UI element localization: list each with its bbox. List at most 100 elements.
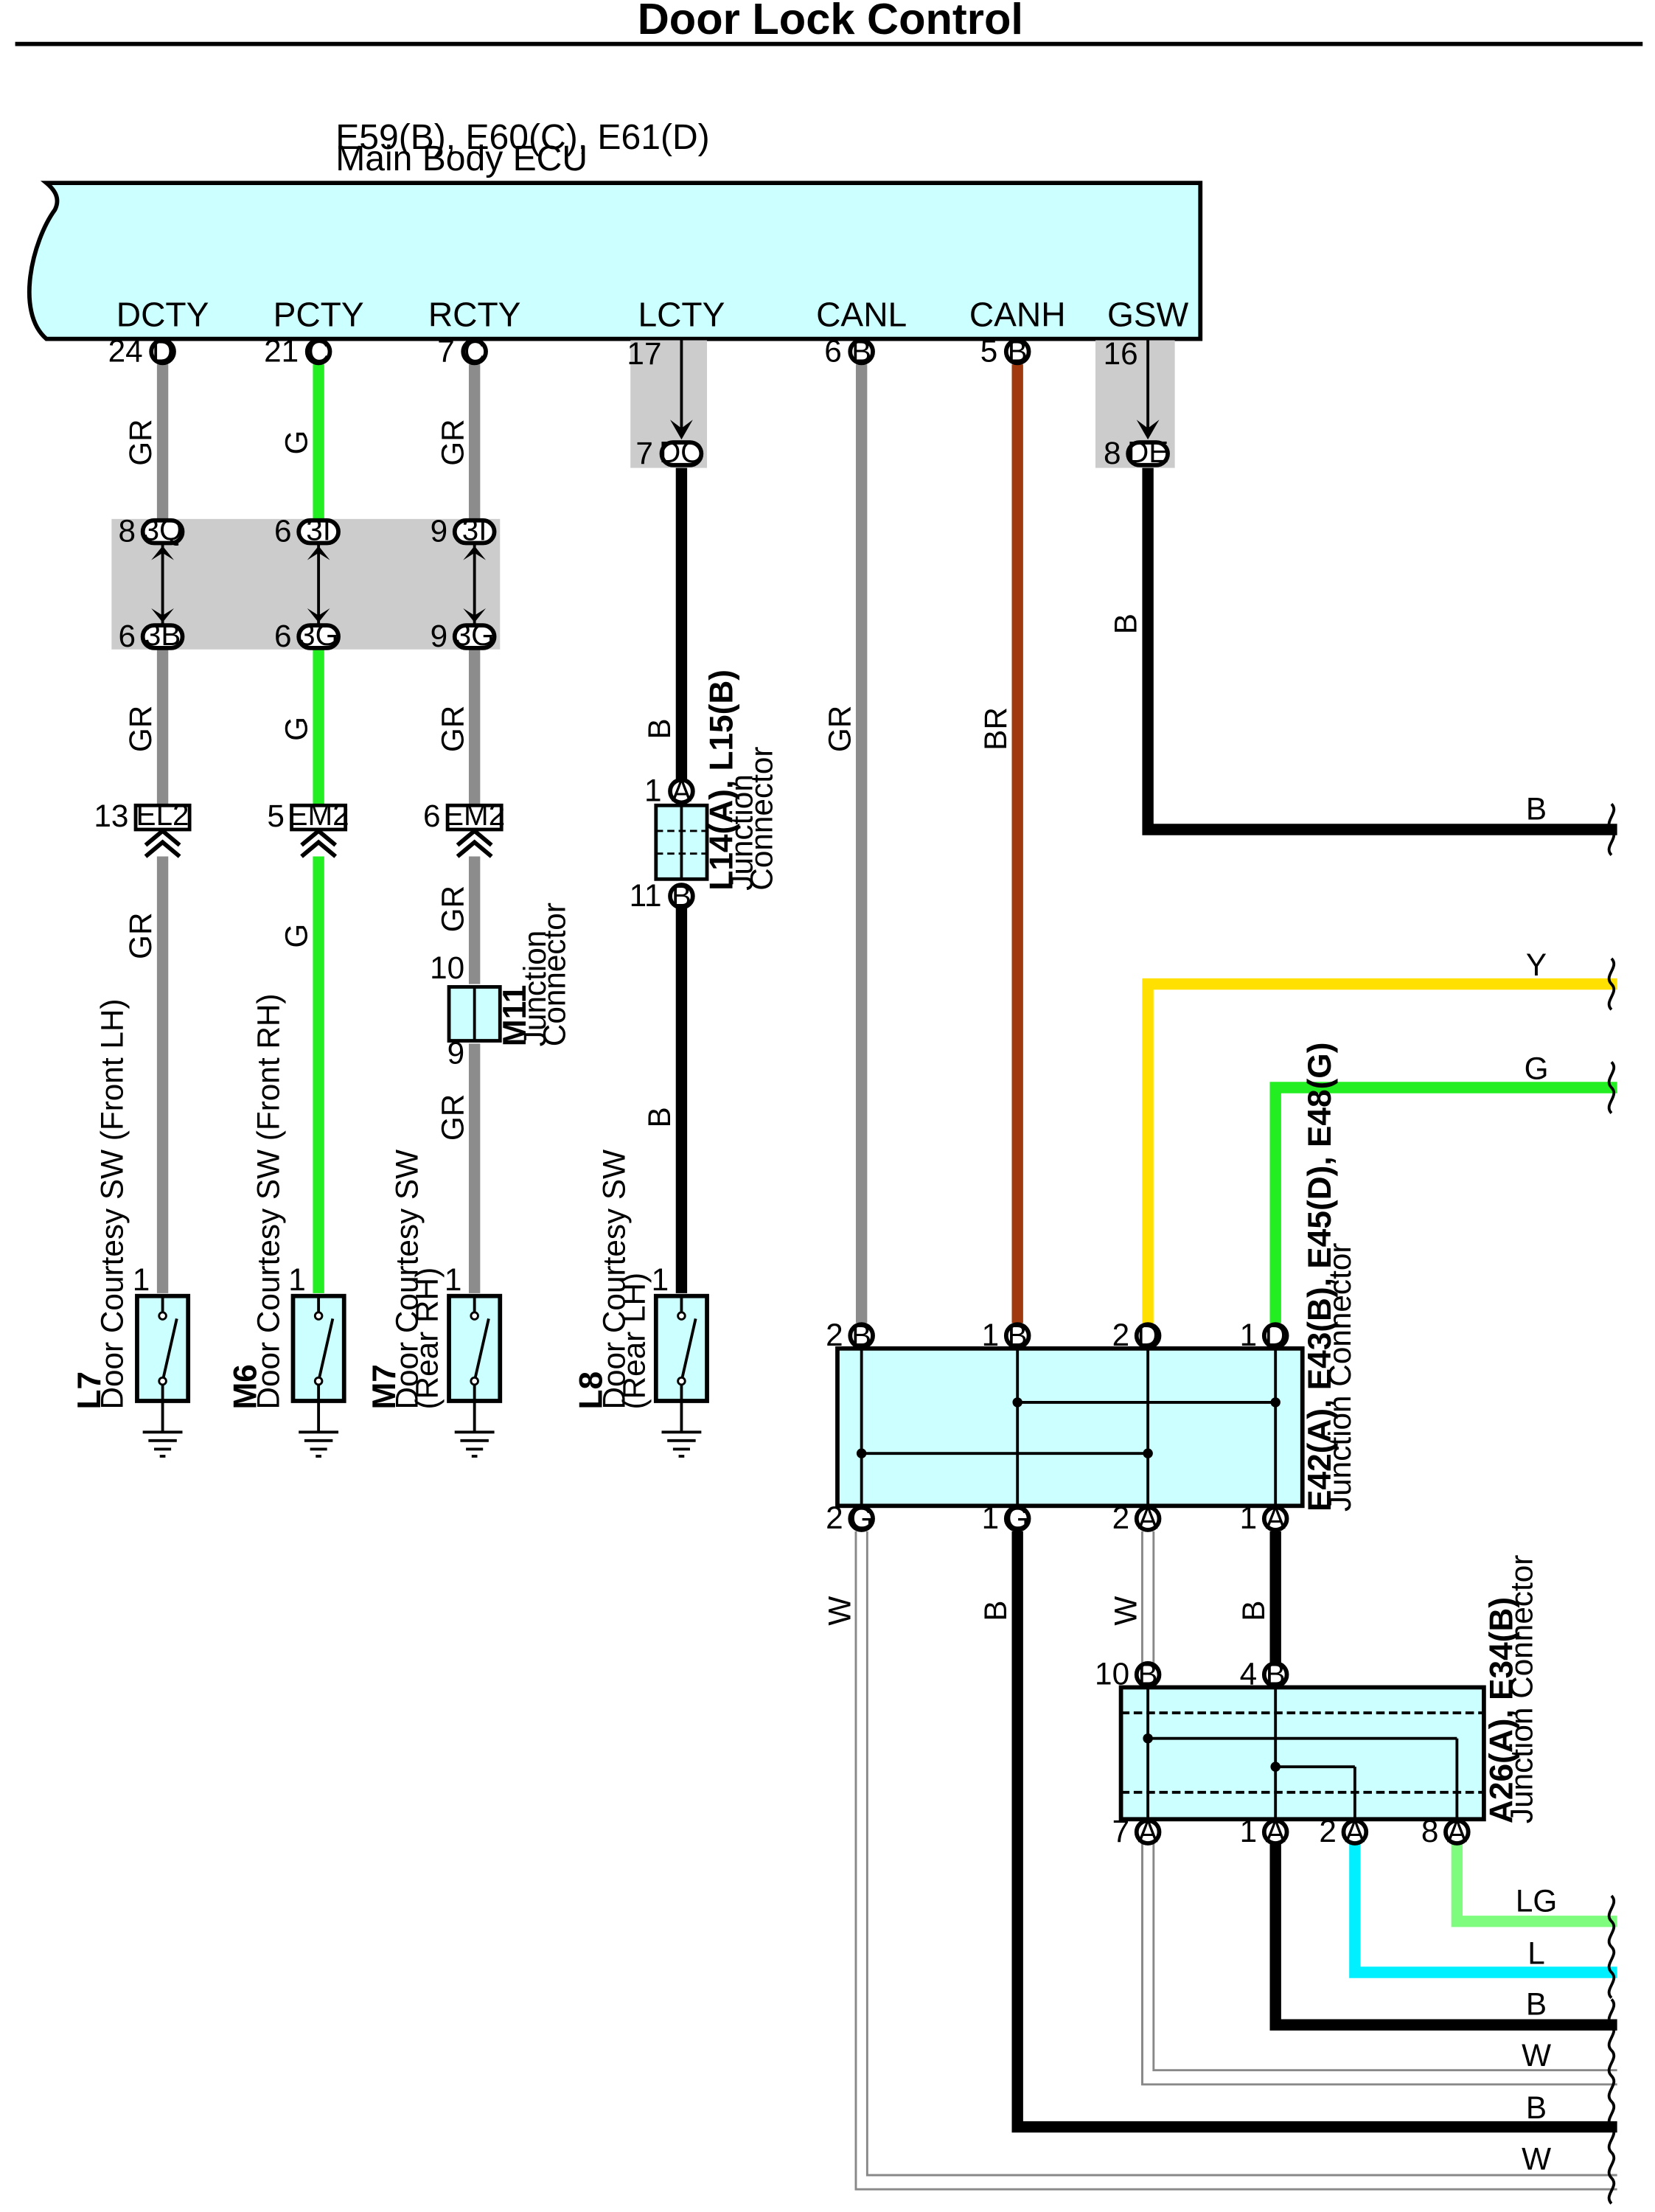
ground-icon (661, 1430, 702, 1458)
switch-m6-blade (317, 1318, 335, 1382)
switch-m7-label-2: (Rear RH) (410, 1267, 445, 1410)
pin-circle-canh (1003, 338, 1031, 366)
pin-num-canh: 5 (980, 333, 998, 368)
wires (156, 364, 1617, 2191)
code-bottom-b1: B (1526, 1987, 1547, 2022)
a26-bot-conn-3: A (1345, 1815, 1365, 1848)
wire-codes: GR GR GR G G G GR GR GR GR B B GR BR B B… (123, 419, 1557, 2176)
jb-bot-conn-3: 3G (455, 618, 495, 652)
splice-label-2: EM2 (288, 798, 349, 832)
jb-top-pin-2 (296, 518, 341, 546)
gsw-inline-arrow (1136, 420, 1160, 440)
l14-bot-pin (668, 883, 695, 910)
e42-bot-num-1: 2 (826, 1500, 843, 1535)
splice-label-3: EM2 (444, 798, 505, 832)
a26-junction-connector: B 10 B 4 A 7 A 1 A 2 A 8 A26(A), E34(B) … (1095, 1555, 1539, 1848)
switch-l7-blade (161, 1318, 178, 1382)
a26-bot-num-3: 2 (1319, 1814, 1337, 1848)
splice-connectors: EL2 13 EM2 5 EM2 6 (94, 798, 505, 858)
a26-bot-pin-3 (1341, 1818, 1369, 1846)
e42-top-pin-4 (1261, 1322, 1289, 1349)
splice-chevron-1 (144, 828, 181, 858)
wire-w-a26-7b (1152, 1843, 1617, 2072)
lcty-inline-pin (659, 440, 704, 467)
code-lcty-1: B (642, 718, 677, 739)
pin-circle-pcty (304, 338, 332, 366)
lcty-inline-num: 7 (635, 436, 653, 470)
e42-bot-pin-2 (1003, 1505, 1031, 1532)
code-bottom-w2: W (1522, 2141, 1551, 2176)
pin-num-lcty: 17 (627, 336, 661, 371)
switch-m6-contact-bot (313, 1376, 324, 1386)
e42-top-pin-2 (1003, 1322, 1031, 1349)
jb-top-num-2: 6 (274, 514, 292, 549)
m11-desc1: Junction (518, 931, 552, 1047)
continuation-marks (1607, 803, 1616, 2205)
code-lower-4: B (1236, 1601, 1271, 1621)
wire-gsw (1142, 467, 1617, 835)
m11-id: M11 (497, 985, 533, 1047)
pin-num-pcty: 21 (264, 333, 299, 368)
switch-l8-id: L8 (574, 1371, 610, 1410)
switch-l7-contact-top (158, 1311, 167, 1321)
pin-name-canl: CANL (816, 295, 907, 333)
switch-l8-contact-top (677, 1311, 686, 1321)
e42-bot-conn-3: A (1138, 1501, 1158, 1535)
e42-bot-pin-4 (1261, 1505, 1289, 1532)
pin-conn-pcty: C (308, 334, 330, 368)
ground-icon (454, 1430, 495, 1458)
a26-top-pin-1 (1134, 1660, 1162, 1688)
a26-id: A26(A), E34(B) (1483, 1597, 1519, 1823)
l14-top-num: 1 (644, 773, 662, 808)
switch-m7-num: 1 (445, 1262, 462, 1297)
switch-m7-contact-bot (470, 1376, 479, 1386)
a26-bot-num-2: 1 (1240, 1814, 1258, 1848)
switch-l7-contact-bot (158, 1376, 167, 1386)
e42-bot-conn-4: A (1266, 1501, 1286, 1535)
e42-bot-pin-1 (848, 1505, 875, 1532)
code-canh: BR (978, 707, 1013, 751)
jb-bot-num-3: 9 (431, 619, 448, 653)
pin-conn-canh: B (1008, 334, 1028, 368)
code-bottom-lg: LG (1516, 1883, 1557, 1918)
switch-m7-id: M7 (366, 1364, 403, 1409)
e42-bot-conn-2: G (1006, 1501, 1028, 1535)
ecu-connectors: E59(B), E60(C), E61(D) (335, 117, 709, 157)
jb-top-num-1: 8 (119, 514, 136, 549)
e42-top-num-4: 1 (1240, 1318, 1258, 1352)
code-rcty-4: GR (435, 1094, 470, 1141)
pin-circle-rcty (461, 338, 488, 366)
jb-bot-num-1: 6 (119, 619, 136, 653)
diagram-title: Door Lock Control (638, 0, 1023, 44)
code-rcty-1: GR (435, 419, 470, 465)
switch-m6: 1 M6 Door Courtesy SW (Front RH) (228, 993, 346, 1458)
e42-desc: Junction Connector (1323, 1243, 1357, 1512)
wire-b-canh (1011, 1531, 1617, 2133)
jb-top-pin-1 (140, 518, 185, 546)
code-y: Y (1526, 947, 1547, 982)
door-switches: 1 L7 Door Courtesy SW (Front LH) 1 M6 Do… (72, 993, 709, 1458)
e42-bot-num-2: 1 (982, 1500, 1000, 1535)
switch-m6-label: Door Courtesy SW (Front RH) (251, 993, 285, 1409)
splice-chevron-2 (300, 828, 338, 858)
splice-num-1: 13 (94, 799, 128, 833)
e42-id: E42(A), E43(B), E45(D), E48(G) (1302, 1043, 1338, 1512)
ecu-pins: D 24 C 21 C 7 17 B 6 B 5 16 (108, 333, 1138, 371)
e42-top-num-1: 2 (826, 1318, 843, 1352)
code-bottom-l: L (1527, 1935, 1545, 1970)
a26-junction-dots (1143, 1733, 1281, 1772)
code-lower-3: W (1109, 1596, 1143, 1626)
splice-chevron-3 (456, 828, 493, 858)
jb-top-conn-3: 3I (462, 513, 487, 547)
jb-bot-pin-1 (140, 623, 185, 650)
l14-desc2: Connector (745, 747, 779, 891)
e42-internal-traces (860, 1348, 1278, 1506)
gsw-inline-num: 8 (1104, 436, 1121, 470)
a26-bot-num-4: 8 (1421, 1814, 1439, 1848)
jb-bot-pin-2 (296, 623, 341, 650)
code-rcty-3: GR (435, 886, 470, 932)
pin-name-gsw: GSW (1107, 295, 1189, 333)
code-lower-2: B (978, 1601, 1013, 1621)
e42-top-conn-3: D (1137, 1318, 1159, 1352)
